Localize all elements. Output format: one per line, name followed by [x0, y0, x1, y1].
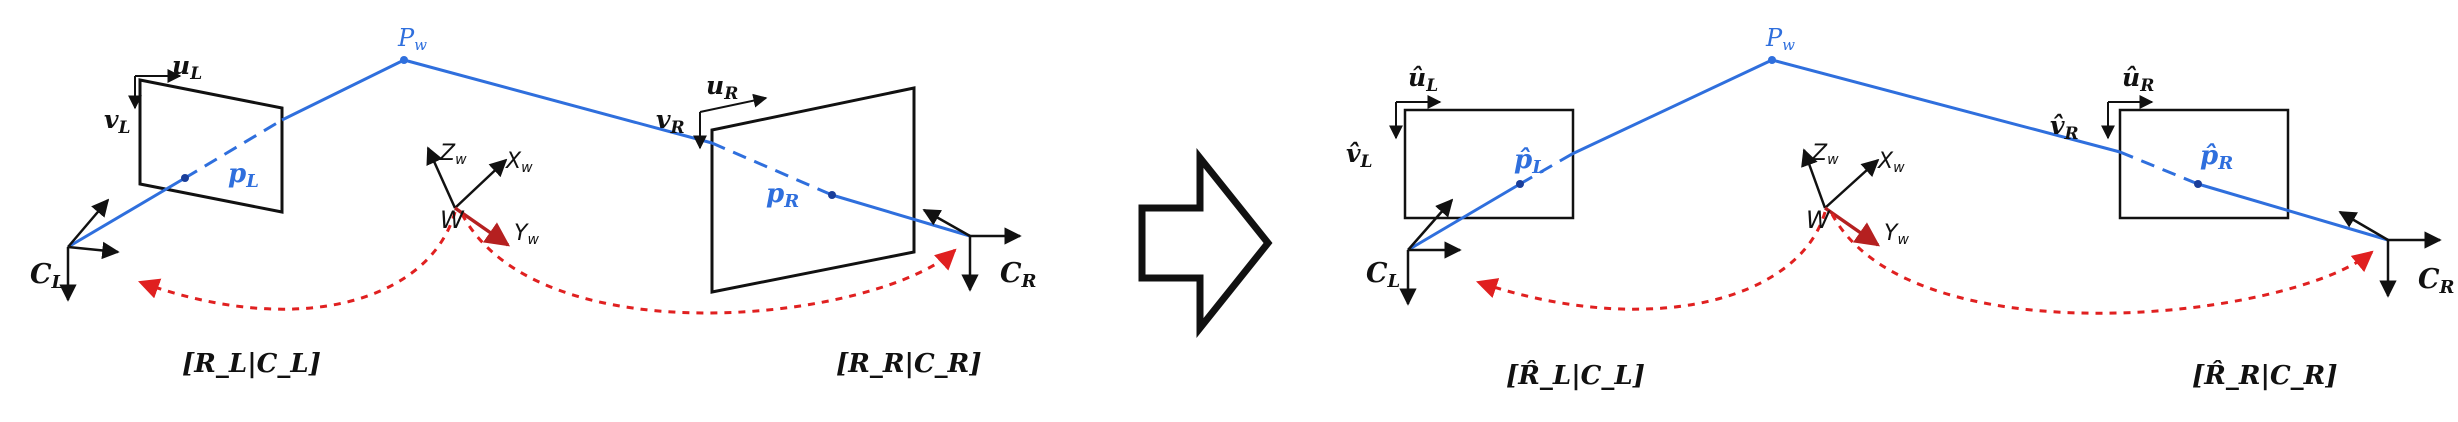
- rectified-right-v-label: v̂R: [2050, 111, 2079, 144]
- left-p-label: pL: [228, 159, 259, 192]
- rectified-left-u-label: ûL: [1408, 63, 1438, 96]
- world-point: [400, 56, 408, 64]
- world-point-label: Pw: [397, 24, 427, 54]
- rectified-world-y-label: Yw: [1884, 221, 1909, 248]
- rectified-right-u-label: ûR: [2122, 63, 2154, 96]
- left-u-label: uL: [172, 51, 202, 84]
- left-projection-point: [181, 174, 189, 182]
- left-image-axes: [128, 69, 182, 110]
- right-panel: Pw ûL v̂L p̂L ûR v̂R p̂R W Zw Xw Yw CL C…: [1346, 24, 2455, 391]
- rectified-world-origin-label: W: [1806, 206, 1831, 234]
- rectified-world-z-label: Zw: [1811, 141, 1839, 168]
- rectified-right-projection-point: [2194, 180, 2202, 188]
- left-v-label: vL: [104, 105, 130, 138]
- rectified-right-image-axes: [2101, 95, 2154, 140]
- right-v-label: vR: [656, 105, 685, 138]
- rectified-left-projection-point: [1516, 180, 1524, 188]
- right-image-axes: [693, 93, 768, 150]
- world-origin-label: W: [440, 206, 465, 234]
- rectified-left-image-axes: [1389, 95, 1442, 140]
- right-arrow-outline-icon: [1138, 148, 1273, 338]
- rectified-world-frame: [1801, 148, 1881, 247]
- right-projection-point: [828, 191, 836, 199]
- left-camera-frame: [59, 198, 120, 302]
- pose-arcs: [138, 211, 957, 315]
- rectified-world-point: [1768, 56, 1776, 64]
- right-image-plane: [710, 86, 916, 294]
- rectified-left-camera-label: CL: [1366, 258, 1400, 292]
- rectified-left-camera-frame: [1399, 198, 1462, 306]
- right-camera-label: CR: [1000, 258, 1037, 292]
- rectified-right-pose-label: [R̂_R|C_R]: [2192, 360, 2338, 391]
- right-camera-frame: [922, 208, 1022, 292]
- rectified-right-p-label: p̂R: [2200, 141, 2233, 174]
- rectified-left-pose-label: [R̂_L|C_L]: [1506, 360, 1645, 391]
- rectified-left-v-label: v̂L: [1346, 139, 1372, 172]
- right-u-label: uR: [706, 71, 738, 104]
- right-pose-label: [R_R|C_R]: [836, 349, 982, 379]
- world-x-label: Xw: [505, 149, 533, 176]
- rectified-world-x-label: Xw: [1877, 149, 1905, 176]
- rectified-left-p-label: p̂L: [1514, 145, 1545, 178]
- rays: [67, 58, 971, 249]
- right-p-label: pR: [766, 179, 799, 212]
- rectified-right-camera-frame: [2338, 210, 2442, 298]
- left-camera-label: CL: [30, 259, 64, 293]
- left-pose-label: [R_L|C_L]: [182, 349, 321, 379]
- world-z-label: Zw: [439, 141, 467, 168]
- rectified-right-image-plane: [2118, 108, 2290, 220]
- rectified-left-image-plane: [1403, 108, 1575, 220]
- left-panel: Pw uL vL pL uR vR pR W Zw Xw Yw CL CR [R…: [30, 24, 1037, 379]
- left-image-plane: [138, 78, 284, 214]
- rectified-world-point-label: Pw: [1765, 24, 1795, 54]
- rectified-rays: [1407, 58, 2389, 252]
- world-frame: [426, 146, 511, 247]
- world-y-label: Yw: [514, 221, 539, 248]
- rectified-right-camera-label: CR: [2418, 264, 2455, 298]
- rectified-pose-arcs: [1476, 211, 2374, 315]
